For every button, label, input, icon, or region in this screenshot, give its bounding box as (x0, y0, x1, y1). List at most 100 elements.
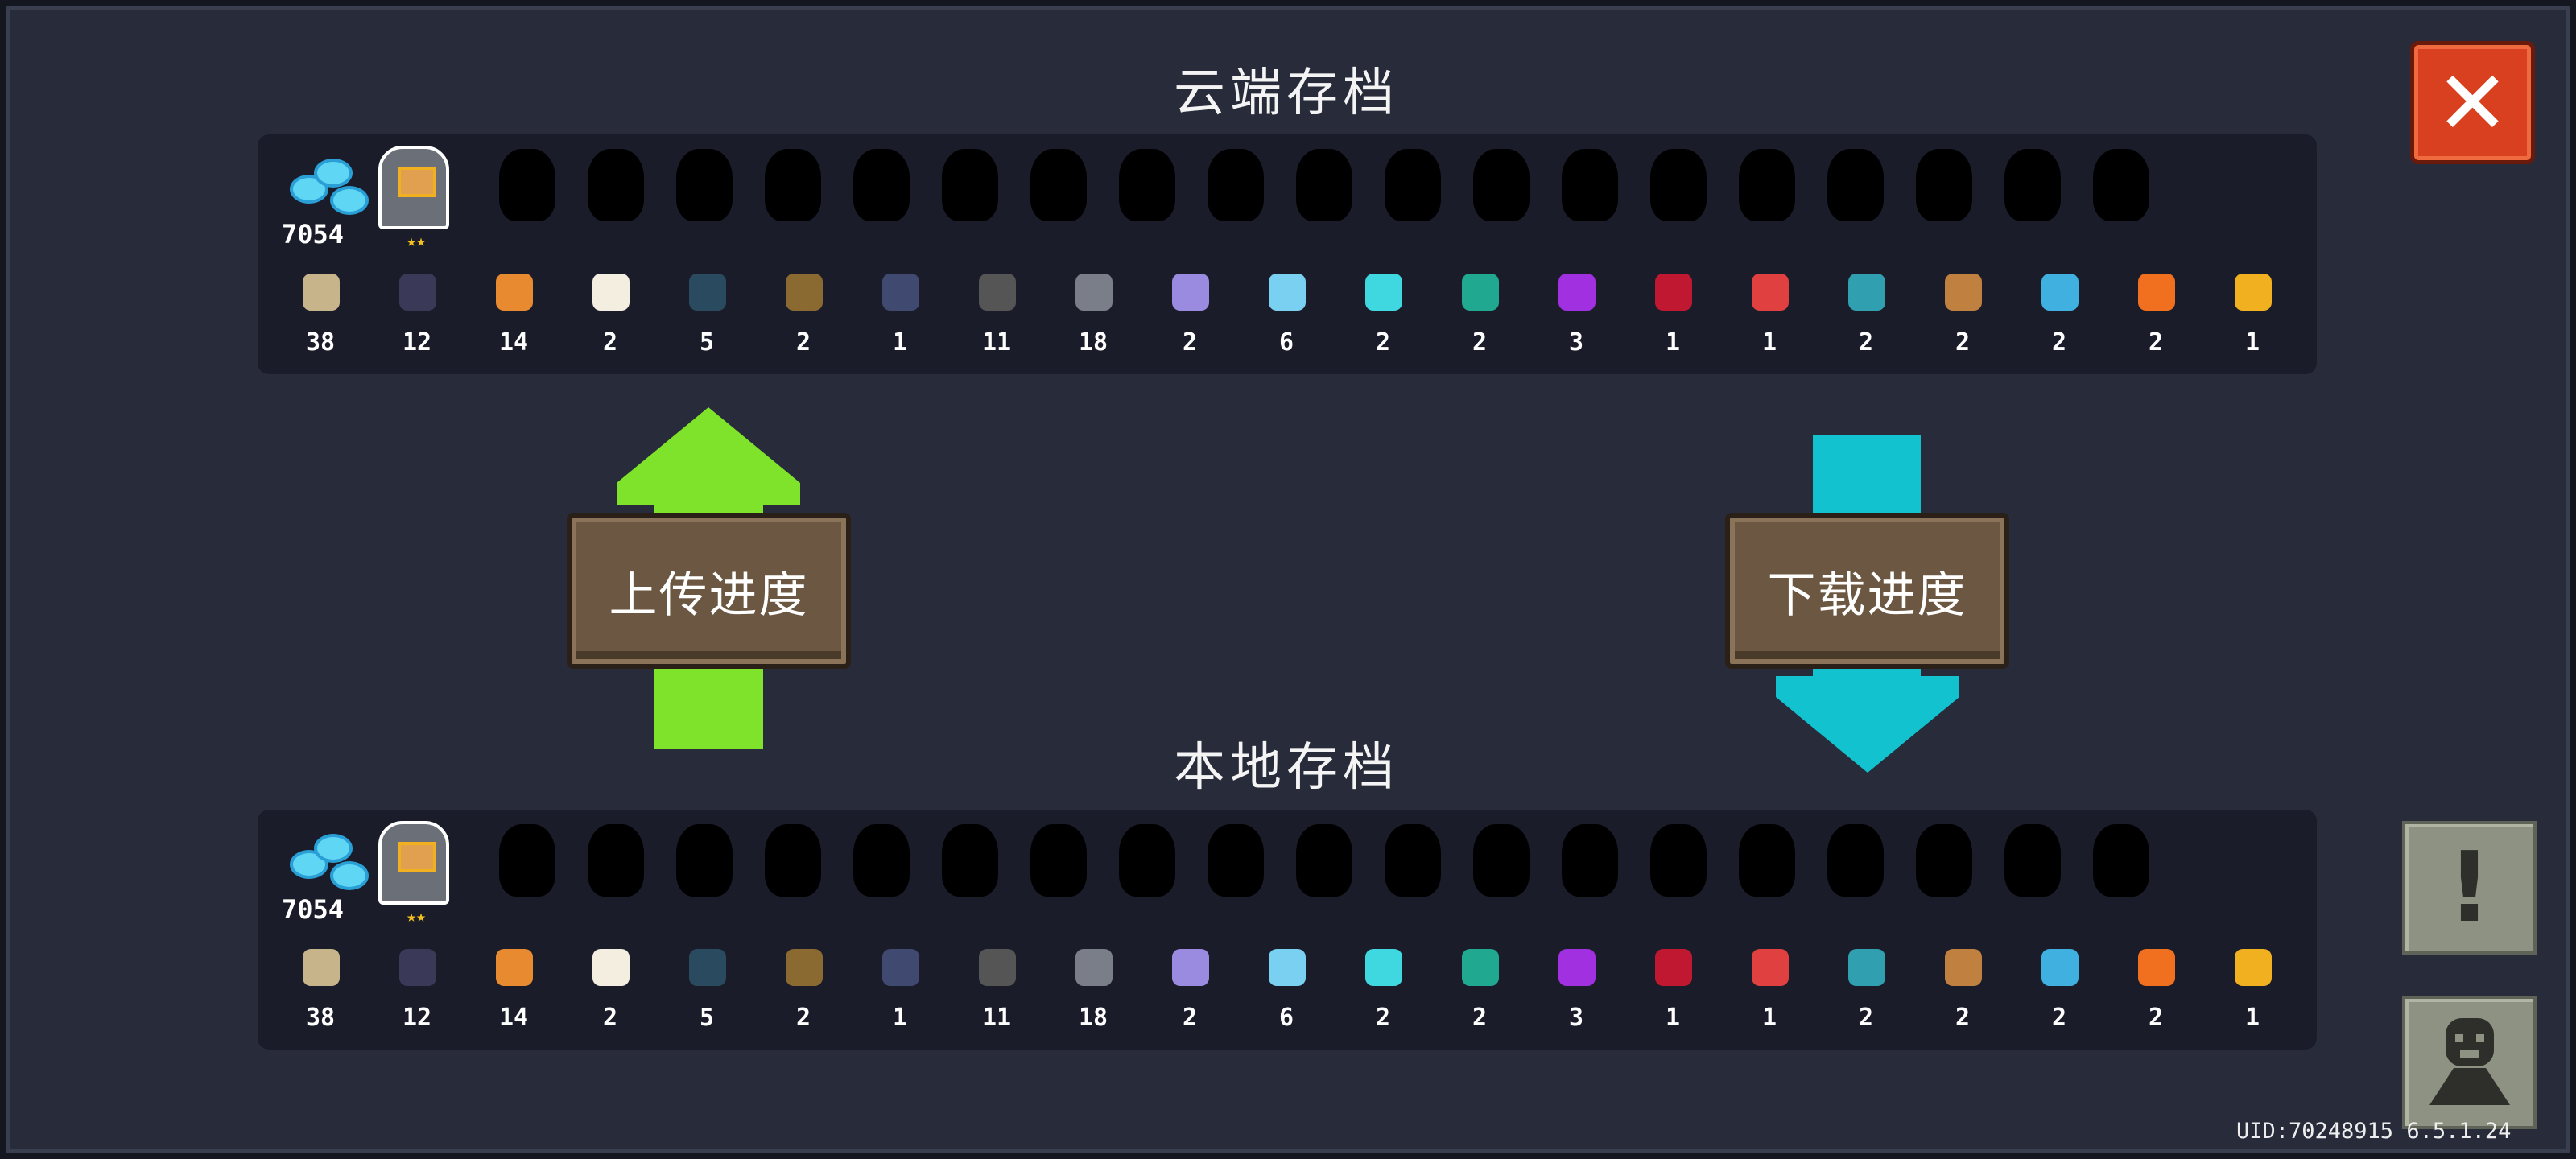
locked-hero-silhouette[interactable] (942, 824, 998, 897)
material-count: 2 (1182, 328, 1198, 357)
locked-hero-silhouette[interactable] (853, 149, 910, 221)
material-item: 2 (562, 267, 658, 364)
material-item: 1 (852, 267, 948, 364)
locked-hero-silhouette[interactable] (2093, 149, 2149, 221)
ice-crystal-icon (1269, 274, 1306, 311)
blue-flag-icon (1848, 274, 1885, 311)
battery-icon (399, 949, 436, 986)
close-button[interactable]: ✕ (2410, 41, 2535, 164)
hero-knight-avatar[interactable] (378, 146, 449, 229)
material-item: 1 (1624, 267, 1721, 364)
locked-hero-silhouette[interactable] (1296, 824, 1352, 897)
material-item: 18 (1045, 942, 1141, 1039)
locked-hero-silhouette[interactable] (2004, 824, 2061, 897)
hero-face (398, 167, 436, 197)
locked-hero-silhouette[interactable] (1208, 149, 1264, 221)
locked-hero-silhouette[interactable] (1119, 149, 1175, 221)
upload-progress-button[interactable]: 上传进度 (567, 513, 851, 669)
locked-hero-silhouette[interactable] (499, 824, 555, 897)
teal-crystal-icon (1462, 949, 1499, 986)
material-count: 1 (1761, 1004, 1777, 1032)
notice-button[interactable]: ! (2402, 821, 2537, 955)
locked-hero-silhouette[interactable] (1385, 824, 1441, 897)
locked-hero-silhouette[interactable] (588, 149, 644, 221)
locked-hero-silhouette[interactable] (765, 149, 821, 221)
locked-hero-silhouette[interactable] (499, 149, 555, 221)
material-count: 2 (1375, 328, 1391, 357)
material-item: 2 (2011, 267, 2107, 364)
locked-hero-silhouette[interactable] (765, 824, 821, 897)
locked-hero-silhouette[interactable] (1827, 149, 1884, 221)
fish-token-icon (689, 274, 726, 311)
locked-hero-silhouette[interactable] (1739, 149, 1795, 221)
material-count: 2 (1955, 1004, 1971, 1032)
locked-hero-silhouette[interactable] (1473, 824, 1530, 897)
locked-hero-silhouette[interactable] (1473, 149, 1530, 221)
locked-hero-silhouette[interactable] (1650, 824, 1707, 897)
locked-hero-silhouette[interactable] (1030, 149, 1087, 221)
purple-crystal-icon (1558, 274, 1596, 311)
material-count: 2 (602, 1004, 618, 1032)
material-item: 2 (562, 942, 658, 1039)
iron-ore-icon (1075, 274, 1113, 311)
locked-hero-silhouette[interactable] (1562, 149, 1618, 221)
locked-hero-silhouette[interactable] (1385, 149, 1441, 221)
violet-crystal-icon (1172, 274, 1209, 311)
locked-hero-silhouette[interactable] (1827, 824, 1884, 897)
material-count: 1 (892, 328, 908, 357)
locked-hero-silhouette[interactable] (853, 824, 910, 897)
material-count: 2 (795, 1004, 811, 1032)
material-count: 2 (1472, 328, 1488, 357)
gold-idol-icon (2235, 949, 2272, 986)
hero-knight-avatar[interactable] (378, 821, 449, 905)
locked-hero-silhouette[interactable] (1916, 149, 1972, 221)
locked-hero-silhouette[interactable] (1739, 824, 1795, 897)
locked-hero-silhouette[interactable] (676, 149, 733, 221)
gem-currency-icon (290, 159, 370, 215)
hero-face (398, 842, 436, 872)
material-count: 6 (1278, 328, 1294, 357)
blue-feather-icon (2041, 274, 2079, 311)
gear-icon (979, 274, 1016, 311)
locked-hero-silhouette[interactable] (1208, 824, 1264, 897)
material-count: 1 (2244, 1004, 2260, 1032)
material-item: 2 (2011, 942, 2107, 1039)
material-item: 2 (1818, 942, 1914, 1039)
carrot-icon (2138, 274, 2175, 311)
gem-coin (290, 850, 328, 879)
download-progress-button[interactable]: 下载进度 (1725, 513, 2009, 669)
locked-hero-silhouette[interactable] (1119, 824, 1175, 897)
material-item: 1 (852, 942, 948, 1039)
locked-hero-silhouette[interactable] (1562, 824, 1618, 897)
hero-stars: ★★ (407, 906, 427, 926)
material-count: 2 (602, 328, 618, 357)
battery-icon (399, 274, 436, 311)
material-item: 3 (1528, 942, 1624, 1039)
material-count: 2 (2148, 328, 2164, 357)
locked-hero-silhouette[interactable] (676, 824, 733, 897)
locked-hero-silhouette[interactable] (1650, 149, 1707, 221)
locked-hero-silhouette[interactable] (2004, 149, 2061, 221)
gem-coin (330, 861, 369, 890)
cyan-crystal-icon (1365, 949, 1402, 986)
locked-hero-silhouette[interactable] (1296, 149, 1352, 221)
locked-hero-silhouette[interactable] (2093, 824, 2149, 897)
material-count: 3 (1568, 1004, 1584, 1032)
material-count: 12 (402, 328, 432, 357)
material-count: 18 (1078, 328, 1108, 357)
material-item: 1 (1721, 267, 1818, 364)
material-count: 18 (1078, 1004, 1108, 1032)
material-item: 11 (948, 267, 1045, 364)
gem-coin (330, 186, 369, 215)
locked-hero-silhouette[interactable] (1916, 824, 1972, 897)
gem-count: 7054 (282, 894, 345, 925)
material-count: 38 (305, 328, 336, 357)
locked-hero-silhouette[interactable] (942, 149, 998, 221)
red-crystal-icon (1655, 274, 1692, 311)
cloth-icon (303, 274, 340, 311)
locked-hero-silhouette[interactable] (1030, 824, 1087, 897)
material-item: 38 (272, 942, 369, 1039)
material-count: 2 (1375, 1004, 1391, 1032)
account-button[interactable] (2402, 996, 2537, 1129)
locked-hero-silhouette[interactable] (588, 824, 644, 897)
